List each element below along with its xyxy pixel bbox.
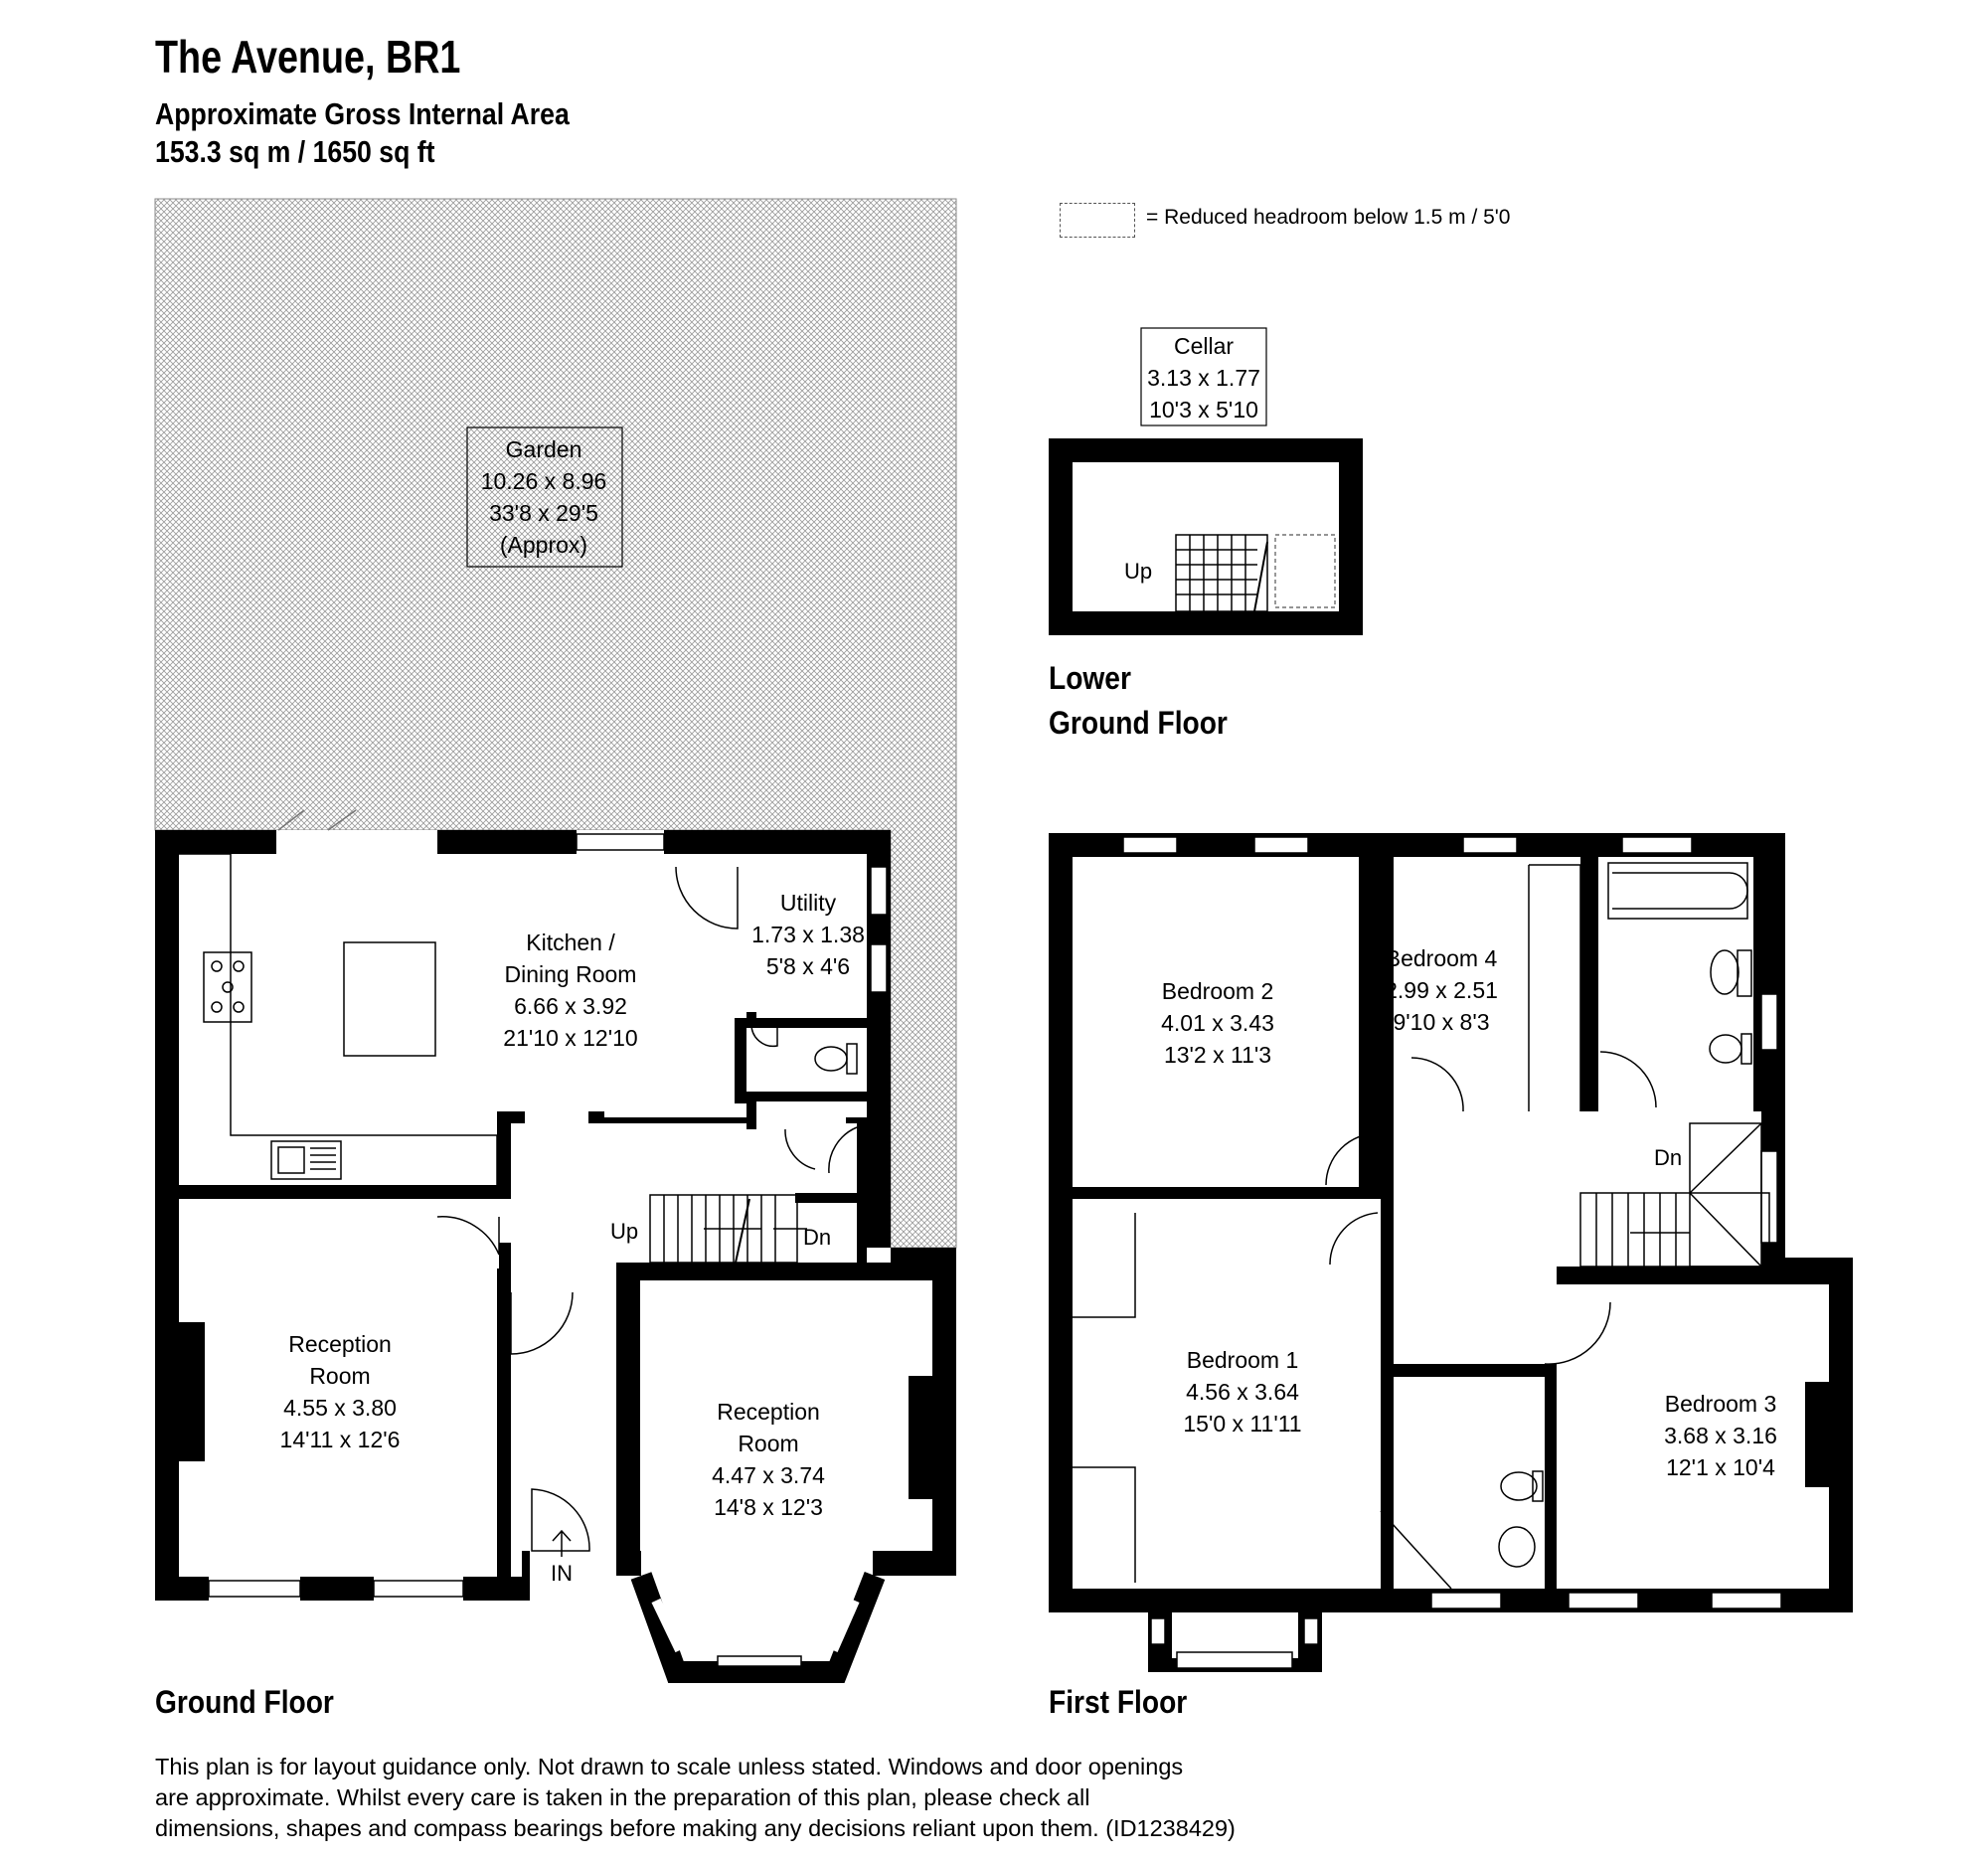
utility-metric: 1.73 x 1.38 (751, 922, 865, 947)
area-label: Approximate Gross Internal Area (155, 96, 570, 131)
ground-stairs (649, 1194, 807, 1264)
ground-stairs-up: Up (610, 1219, 638, 1244)
property-title: The Avenue, BR1 (155, 31, 461, 83)
ground-room-labels: Garden 10.26 x 8.96 33'8 x 29'5 (Approx)… (280, 436, 865, 1586)
kitchen-name-1: Kitchen / (526, 930, 615, 955)
ground-doors (277, 809, 858, 1552)
bedroom3-metric: 3.68 x 3.16 (1664, 1423, 1777, 1448)
reception1-name-1: Reception (288, 1331, 392, 1357)
ground-floor-plan: Garden 10.26 x 8.96 33'8 x 29'5 (Approx)… (154, 198, 957, 1683)
bedroom1-name: Bedroom 1 (1187, 1347, 1299, 1373)
kitchen-fittings (179, 853, 498, 1185)
bedroom4-metric: 2.99 x 2.51 (1385, 977, 1498, 1003)
bathroom-fixtures (1498, 862, 1752, 1568)
ground-outer-walls (155, 830, 956, 1601)
first-stairs-down: Dn (1654, 1145, 1682, 1170)
bedroom4-name: Bedroom 4 (1386, 945, 1498, 971)
disclaimer-line-3: dimensions, shapes and compass bearings … (155, 1815, 1236, 1841)
bedroom2-name: Bedroom 2 (1162, 978, 1274, 1004)
bedroom1-metric: 4.56 x 3.64 (1186, 1379, 1299, 1405)
wc-fittings (750, 1023, 858, 1075)
garden-metric: 10.26 x 8.96 (481, 468, 607, 494)
lower-floor-line-1: Lower (1049, 660, 1131, 696)
reduced-headroom-area (1274, 534, 1336, 608)
cellar-metric: 3.13 x 1.77 (1147, 365, 1260, 391)
lower-floor-line-2: Ground Floor (1049, 705, 1228, 741)
wardrobes (1073, 864, 1581, 1583)
ground-stairs-down: Dn (803, 1225, 831, 1250)
bay-window (630, 1571, 886, 1683)
sink-icon (270, 1140, 342, 1180)
bedroom3-imperial: 12'1 x 10'4 (1666, 1454, 1775, 1480)
reduced-headroom-swatch (1060, 203, 1135, 238)
first-floor-title: First Floor (1049, 1684, 1188, 1720)
disclaimer-line-1: This plan is for layout guidance only. N… (155, 1754, 1184, 1779)
bedroom1-imperial: 15'0 x 11'11 (1183, 1411, 1301, 1437)
cellar-imperial: 10'3 x 5'10 (1149, 397, 1258, 423)
kitchen-name-2: Dining Room (505, 961, 637, 987)
bedroom3-name: Bedroom 3 (1665, 1391, 1777, 1417)
ground-floor-footprint (155, 830, 956, 1672)
entrance-arrow-icon (552, 1529, 572, 1557)
ground-interior-walls (179, 1012, 867, 1601)
reception1-imperial: 14'11 x 12'6 (280, 1427, 401, 1452)
first-stairs (1579, 1122, 1770, 1268)
garden-name: Garden (506, 436, 582, 462)
entrance-label: IN (551, 1561, 573, 1586)
hob-icon (203, 951, 252, 1023)
cellar-plan: Cellar 3.13 x 1.77 10'3 x 5'10 Up (1049, 327, 1363, 635)
garden-note: (Approx) (500, 532, 587, 558)
ground-windows (208, 833, 888, 1598)
bedroom2-imperial: 13'2 x 11'3 (1164, 1042, 1271, 1068)
reception1-metric: 4.55 x 3.80 (283, 1395, 397, 1421)
lower-ground-floor-title: Lower Ground Floor (1049, 656, 1228, 746)
area-summary: Approximate Gross Internal Area 153.3 sq… (155, 95, 570, 171)
utility-name: Utility (780, 890, 837, 916)
disclaimer: This plan is for layout guidance only. N… (155, 1752, 1447, 1844)
cellar-label-box (1140, 327, 1267, 426)
garden-imperial: 33'8 x 29'5 (489, 500, 598, 526)
bedroom2-metric: 4.01 x 3.43 (1161, 1010, 1274, 1036)
kitchen-metric: 6.66 x 3.92 (514, 993, 627, 1019)
reception2-imperial: 14'8 x 12'3 (714, 1494, 823, 1520)
utility-imperial: 5'8 x 4'6 (766, 953, 850, 979)
first-floor-plan: Bedroom 2 4.01 x 3.43 13'2 x 11'3 Bedroo… (1049, 833, 1853, 1672)
first-doors (1325, 1051, 1657, 1590)
ground-floor-title: Ground Floor (155, 1684, 334, 1720)
reception2-name-1: Reception (717, 1399, 820, 1425)
reception2-name-2: Room (738, 1431, 798, 1456)
disclaimer-line-2: are approximate. Whilst every care is ta… (155, 1784, 1090, 1810)
garden-label-box (466, 426, 623, 568)
reception2-metric: 4.47 x 3.74 (712, 1462, 825, 1488)
cellar-name: Cellar (1174, 333, 1234, 359)
reception1-name-2: Room (309, 1363, 370, 1389)
kitchen-imperial: 21'10 x 12'10 (503, 1025, 637, 1051)
cellar-stairs (1175, 534, 1268, 612)
area-value: 153.3 sq m / 1650 sq ft (155, 134, 435, 169)
bedroom4-imperial: 9'10 x 8'3 (1393, 1009, 1489, 1035)
cellar-stairs-up: Up (1124, 559, 1152, 584)
kitchen-island (343, 941, 436, 1057)
legend-text: = Reduced headroom below 1.5 m / 5'0 (1146, 206, 1511, 229)
